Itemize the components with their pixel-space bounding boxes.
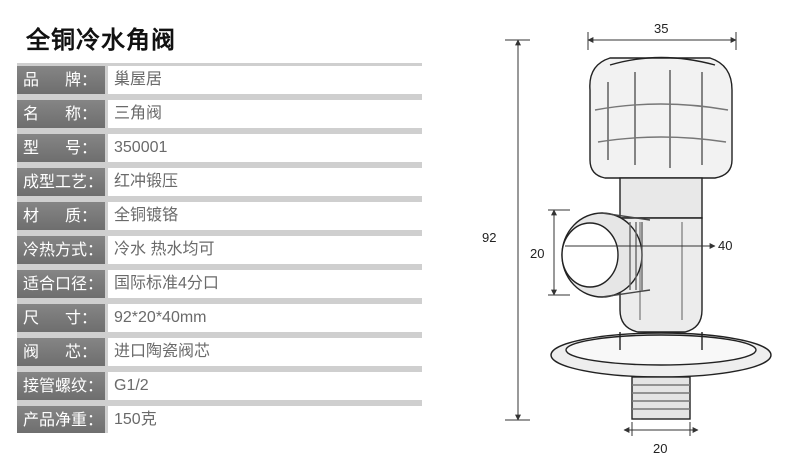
- spec-value: 92*20*40mm: [108, 304, 422, 332]
- spec-value: 进口陶瓷阀芯: [108, 338, 422, 366]
- spec-label: 材质：: [17, 202, 105, 230]
- page-title: 全铜冷水角阀: [26, 26, 176, 54]
- spec-row: 尺寸：92*20*40mm: [17, 304, 422, 332]
- spec-value: 全铜镀铬: [108, 202, 422, 230]
- spec-value: 红冲锻压: [108, 168, 422, 196]
- spec-label: 成型工艺：: [17, 168, 105, 196]
- valve-body: [550, 56, 772, 420]
- spec-row: 材质：全铜镀铬: [17, 202, 422, 230]
- spec-row: 适合口径：国际标准4分口: [17, 270, 422, 298]
- dim-height-label: 92: [482, 230, 496, 245]
- dim-top-width-label: 35: [654, 21, 668, 36]
- dim-top-width: 35: [587, 21, 737, 50]
- spec-label: 尺寸：: [17, 304, 105, 332]
- spec-value: 巢屋居: [108, 66, 422, 94]
- valve-drawing: 35 92 20: [482, 21, 772, 456]
- dim-bottom-width: 20: [623, 422, 699, 456]
- spec-value: G1/2: [108, 372, 422, 400]
- dim-depth: 40: [565, 238, 732, 253]
- spec-value: 150克: [108, 406, 422, 433]
- spec-row: 型号：350001: [17, 134, 422, 162]
- spec-value: 三角阀: [108, 100, 422, 128]
- spec-label: 冷热方式：: [17, 236, 105, 264]
- spec-row: 名称：三角阀: [17, 100, 422, 128]
- spec-row: 品牌：巢屋居: [17, 66, 422, 94]
- spec-label: 接管螺纹：: [17, 372, 105, 400]
- spec-value: 冷水 热水均可: [108, 236, 422, 264]
- spec-row: 成型工艺：红冲锻压: [17, 168, 422, 196]
- spec-value: 350001: [108, 134, 422, 162]
- dim-inlet-label: 20: [530, 246, 544, 261]
- spec-label: 名称：: [17, 100, 105, 128]
- dim-bottom-width-label: 20: [653, 441, 667, 456]
- spec-row: 阀芯：进口陶瓷阀芯: [17, 338, 422, 366]
- spec-label: 品牌：: [17, 66, 105, 94]
- dim-inlet: 20: [530, 209, 570, 296]
- spec-value: 国际标准4分口: [108, 270, 422, 298]
- spec-label: 产品净重：: [17, 406, 105, 433]
- spec-label: 阀芯：: [17, 338, 105, 366]
- spec-row: 冷热方式：冷水 热水均可: [17, 236, 422, 264]
- spec-label: 适合口径：: [17, 270, 105, 298]
- spec-row: 接管螺纹：G1/2: [17, 372, 422, 400]
- spec-label: 型号：: [17, 134, 105, 162]
- dim-height: 92: [482, 39, 530, 421]
- dim-depth-label: 40: [718, 238, 732, 253]
- spec-row: 产品净重：150克: [17, 406, 422, 433]
